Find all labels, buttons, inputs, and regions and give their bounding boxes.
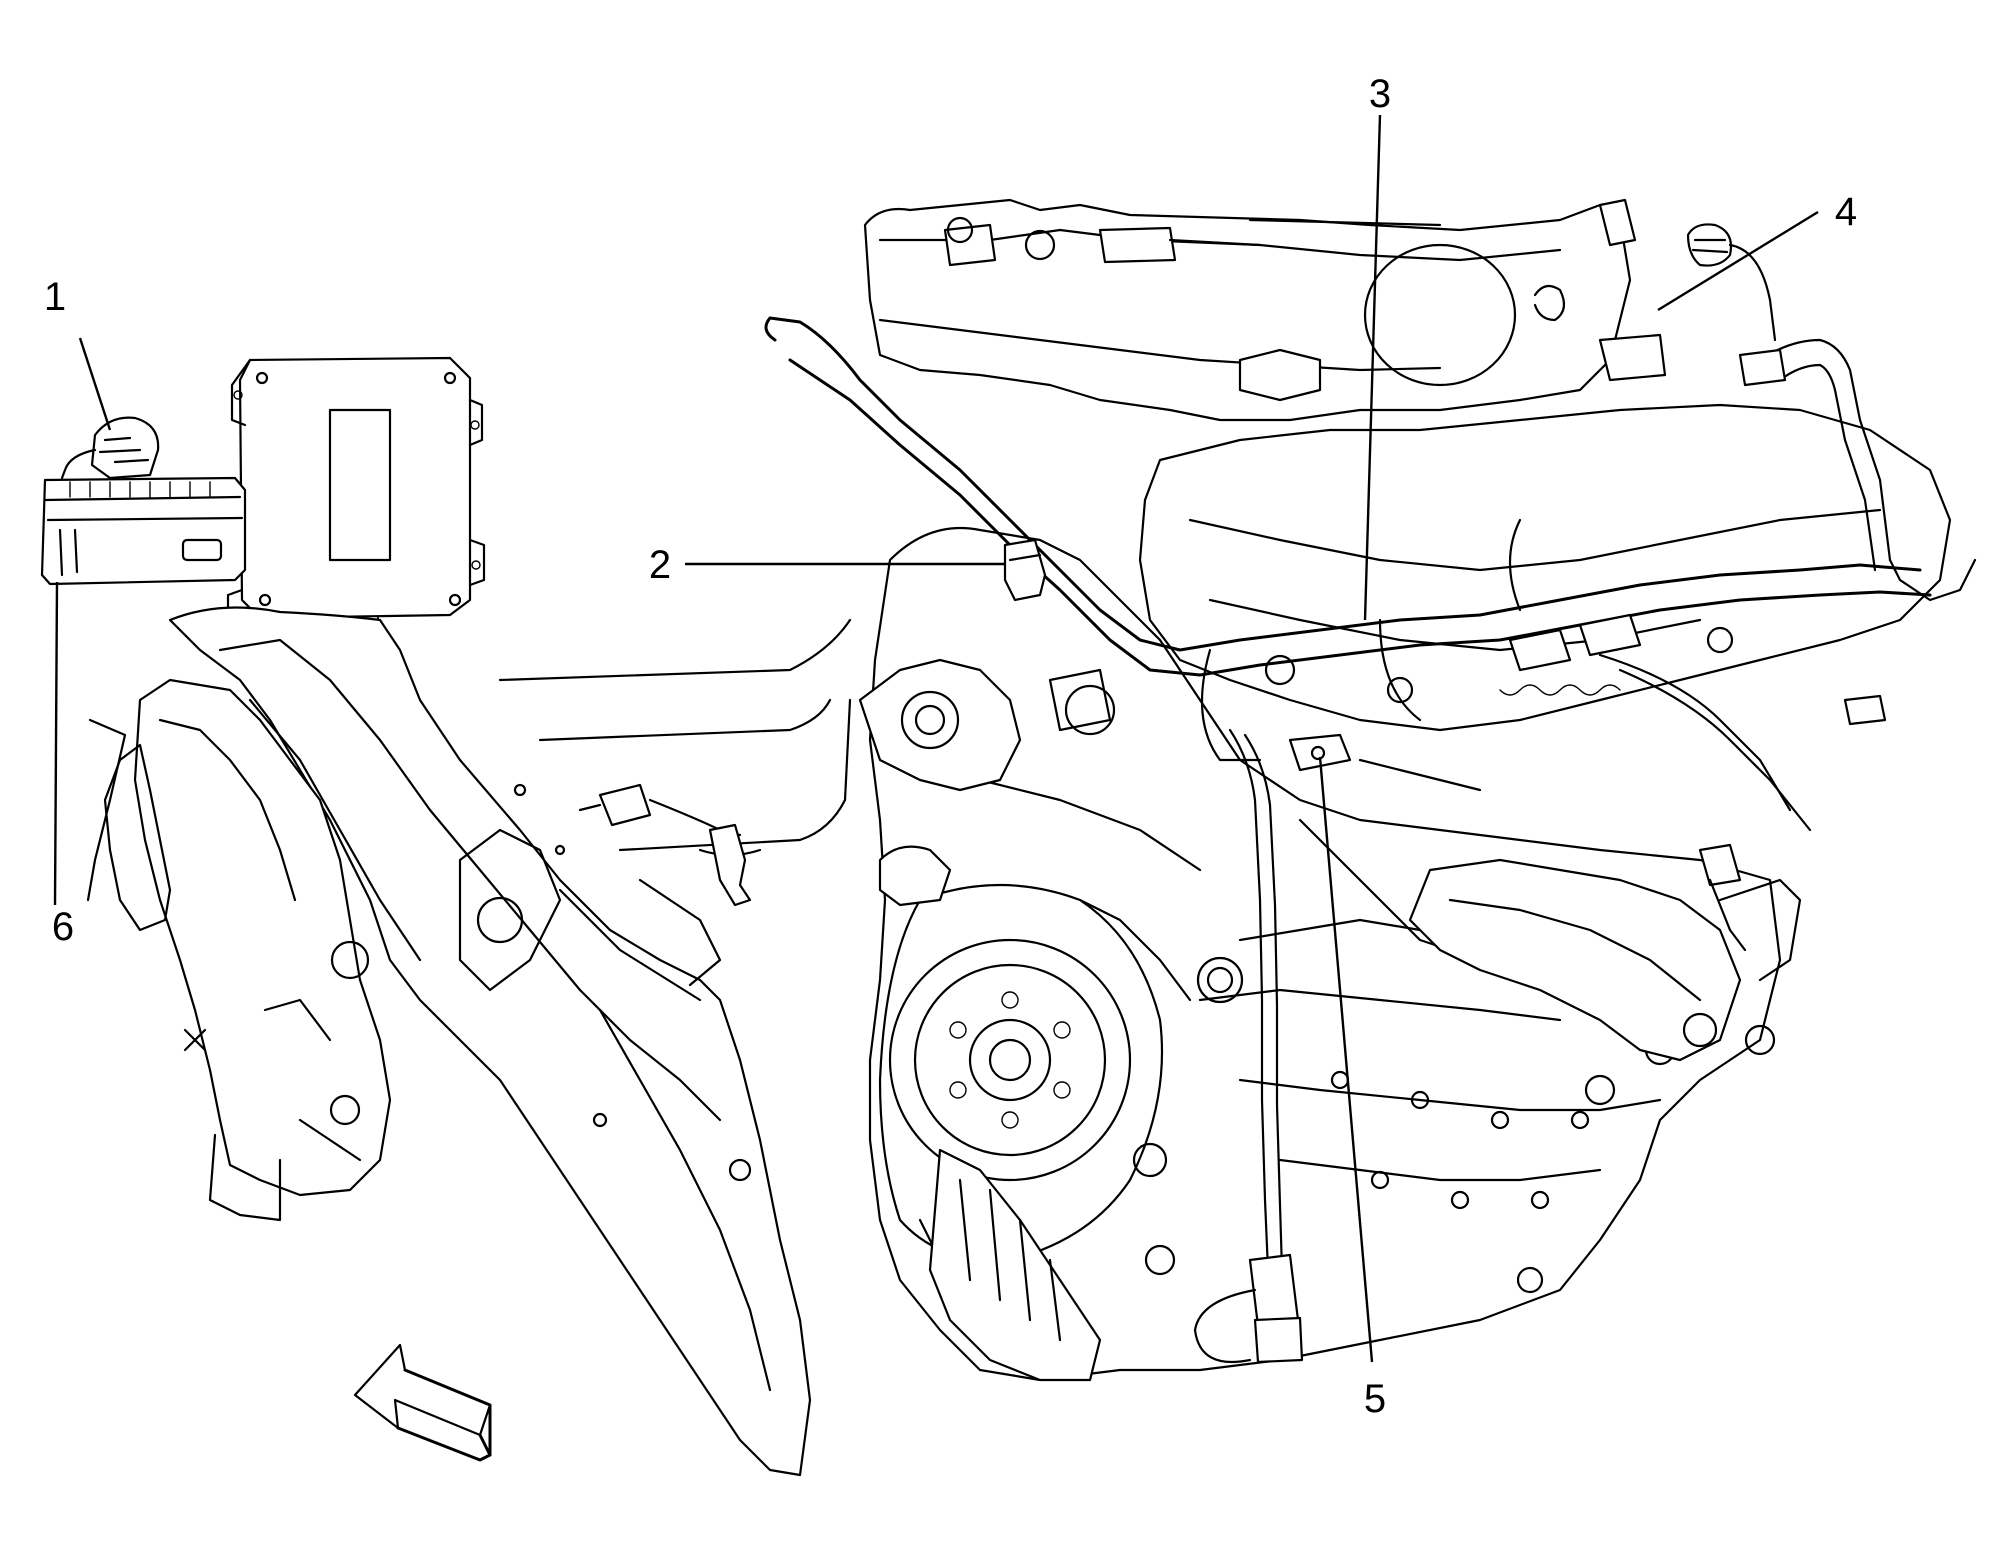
ecm-connector [40,476,247,586]
callout-6: 6 [52,905,74,949]
callout-leaders [53,114,1819,1363]
leader-5 [1318,756,1374,1363]
callout-2: 2 [649,543,671,587]
leader-4 [1657,210,1819,312]
oxygen-sensor [1698,694,1887,952]
harness-ground-5 [1288,733,1352,772]
callout-4: 4 [1835,190,1857,234]
mounting-bracket [168,606,812,1477]
harness-connector-4 [1686,223,1787,387]
intake-plenum [863,198,1667,422]
timing-cover [858,658,1244,1004]
ecm-module [226,356,486,644]
callout-1: 1 [44,275,66,319]
harness-branch-left [578,783,752,907]
exhaust-manifold [1408,858,1802,1062]
engine-wiring-harness [764,316,1977,1364]
callout-labels: 1 2 3 4 5 6 [44,72,1857,1421]
intake-duct [498,618,852,857]
callout-3: 3 [1369,72,1391,116]
view-direction-arrow-icon [353,1343,492,1462]
leader-3 [1363,114,1382,621]
harness-clip-2 [1003,538,1047,602]
leader-6 [53,581,59,906]
air-box [86,678,562,1222]
leader-1 [78,337,112,431]
transmission-housing [928,1142,1176,1382]
callout-5: 5 [1364,1377,1386,1421]
